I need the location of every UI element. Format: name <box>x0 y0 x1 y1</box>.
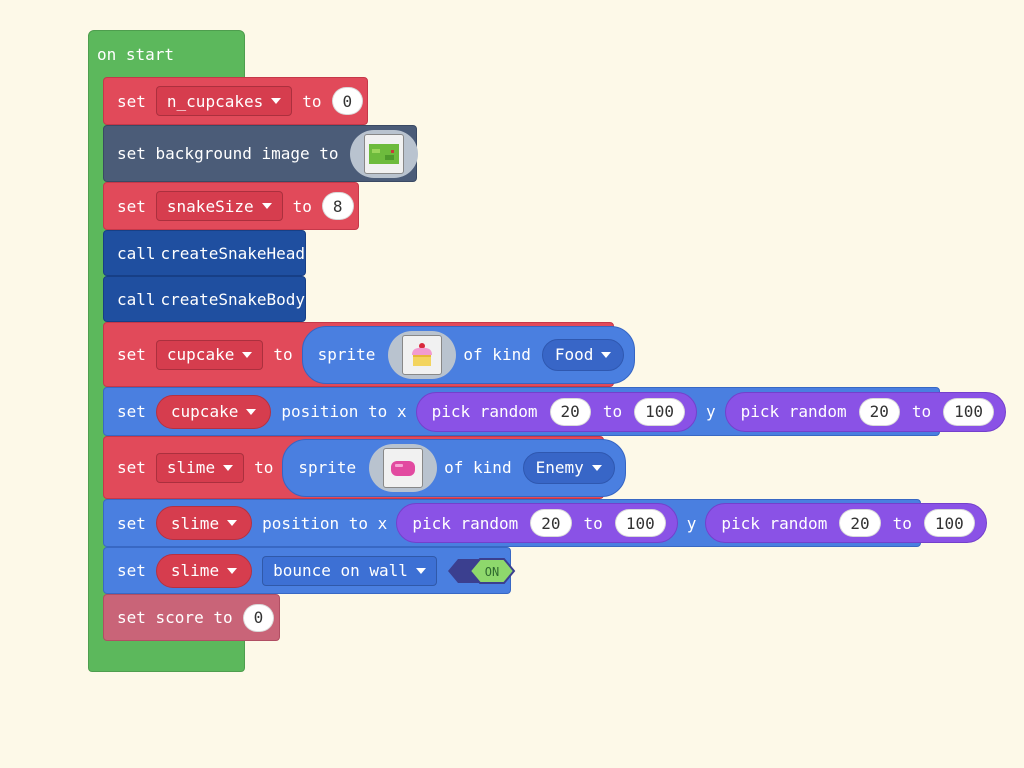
set-keyword: set <box>117 196 146 216</box>
map-thumbnail-icon <box>363 133 404 174</box>
chevron-down-icon <box>223 464 234 471</box>
to-keyword: to <box>292 196 312 216</box>
slime-sprite-icon <box>383 447 424 488</box>
sprite-image-picker-cupcake[interactable] <box>388 330 457 379</box>
to-keyword: to <box>254 458 274 477</box>
sprite-image-picker-slime[interactable] <box>369 443 438 492</box>
set-cupcake-sprite-block[interactable]: set cupcake to sprite of kind Food <box>103 322 636 387</box>
chevron-down-icon <box>601 351 612 358</box>
sprite-keyword: sprite <box>298 458 357 477</box>
set-cupcake-position-block[interactable]: set cupcake position to x pick random 20… <box>103 387 1007 436</box>
cupcake-sprite-icon <box>402 334 443 375</box>
chevron-down-icon <box>246 408 257 415</box>
random-min-input[interactable]: 20 <box>839 509 881 537</box>
set-score-to-label: set score to <box>117 608 233 627</box>
random-min-input[interactable]: 20 <box>549 397 591 426</box>
of-kind-keyword: of kind <box>463 345 531 364</box>
number-input-n-cupcakes[interactable]: 0 <box>331 87 364 115</box>
to-keyword: to <box>302 91 322 111</box>
pick-random-label: pick random <box>412 513 519 533</box>
set-slime-flag-block[interactable]: set slime bounce on wall ON <box>103 547 516 594</box>
to-keyword: to <box>602 402 623 421</box>
function-name-create-snake-body: createSnakeBody <box>160 289 306 309</box>
variable-dropdown-n-cupcakes[interactable]: n_cupcakes <box>155 86 293 116</box>
y-keyword: y <box>705 402 716 421</box>
set-slime-sprite-block[interactable]: set slime to sprite of kind Enemy <box>103 436 626 499</box>
on-start-label: on start <box>97 45 175 64</box>
flag-dropdown-bounce-on-wall[interactable]: bounce on wall <box>262 555 437 586</box>
set-keyword: set <box>117 91 146 111</box>
sprite-variable-dropdown-slime[interactable]: slime <box>155 553 253 588</box>
to-keyword: to <box>583 513 603 533</box>
position-to-x-keyword: position to x <box>262 513 388 533</box>
set-keyword: set <box>117 402 146 421</box>
random-max-input[interactable]: 100 <box>634 397 685 426</box>
background-image-picker[interactable] <box>349 129 418 178</box>
to-keyword: to <box>911 402 932 421</box>
variable-dropdown-slime[interactable]: slime <box>155 452 245 483</box>
variable-dropdown-cupcake[interactable]: cupcake <box>155 339 264 370</box>
toggle-state-label: ON <box>485 565 499 579</box>
on-off-toggle[interactable]: ON <box>446 555 518 587</box>
chevron-down-icon <box>261 203 272 209</box>
pick-random-x-reporter[interactable]: pick random 20 to 100 <box>415 391 697 432</box>
call-create-snake-body-block[interactable]: call createSnakeBody <box>103 276 306 322</box>
function-name-create-snake-head: createSnakeHead <box>160 243 306 263</box>
number-input-score[interactable]: 0 <box>242 603 275 632</box>
set-keyword: set <box>117 458 146 477</box>
random-min-input[interactable]: 20 <box>858 397 900 426</box>
to-keyword: to <box>892 513 912 533</box>
chevron-down-icon <box>242 351 253 358</box>
set-n-cupcakes-block[interactable]: set n_cupcakes to 0 <box>103 77 368 125</box>
kind-dropdown-enemy[interactable]: Enemy <box>522 451 615 484</box>
set-snake-size-block[interactable]: set snakeSize to 8 <box>103 182 359 230</box>
of-kind-keyword: of kind <box>444 458 512 477</box>
pick-random-y-reporter[interactable]: pick random 20 to 100 <box>705 503 987 543</box>
chevron-down-icon <box>227 567 238 574</box>
set-background-image-label: set background image to <box>117 144 339 163</box>
random-max-input[interactable]: 100 <box>923 509 975 537</box>
set-score-block[interactable]: set score to 0 <box>103 594 280 641</box>
sprite-variable-dropdown-slime[interactable]: slime <box>155 506 253 540</box>
call-keyword: call <box>117 289 156 309</box>
pick-random-label: pick random <box>740 402 847 421</box>
random-max-input[interactable]: 100 <box>943 397 995 426</box>
number-input-snake-size[interactable]: 8 <box>321 192 354 220</box>
set-slime-position-block[interactable]: set slime position to x pick random 20 t… <box>103 499 987 547</box>
set-keyword: set <box>117 345 146 364</box>
call-create-snake-head-block[interactable]: call createSnakeHead <box>103 230 306 276</box>
pick-random-label: pick random <box>721 513 828 533</box>
set-background-image-block[interactable]: set background image to <box>103 125 418 182</box>
set-keyword: set <box>117 561 146 580</box>
y-keyword: y <box>686 513 697 533</box>
random-max-input[interactable]: 100 <box>614 509 666 537</box>
pick-random-label: pick random <box>431 402 538 421</box>
pick-random-x-reporter[interactable]: pick random 20 to 100 <box>396 503 678 543</box>
position-to-x-keyword: position to x <box>281 402 407 421</box>
create-sprite-reporter[interactable]: sprite of kind Enemy <box>282 438 626 497</box>
variable-dropdown-snake-size[interactable]: snakeSize <box>155 191 283 221</box>
chevron-down-icon <box>271 98 282 104</box>
set-keyword: set <box>117 513 146 533</box>
sprite-keyword: sprite <box>317 345 376 364</box>
call-keyword: call <box>117 243 156 263</box>
sprite-variable-dropdown-cupcake[interactable]: cupcake <box>155 394 272 429</box>
pick-random-y-reporter[interactable]: pick random 20 to 100 <box>724 391 1007 432</box>
to-keyword: to <box>273 345 293 364</box>
random-min-input[interactable]: 20 <box>530 509 572 537</box>
chevron-down-icon <box>591 464 602 471</box>
kind-dropdown-food[interactable]: Food <box>541 338 625 371</box>
create-sprite-reporter[interactable]: sprite of kind Food <box>301 325 636 384</box>
chevron-down-icon <box>415 567 426 574</box>
chevron-down-icon <box>227 520 238 526</box>
